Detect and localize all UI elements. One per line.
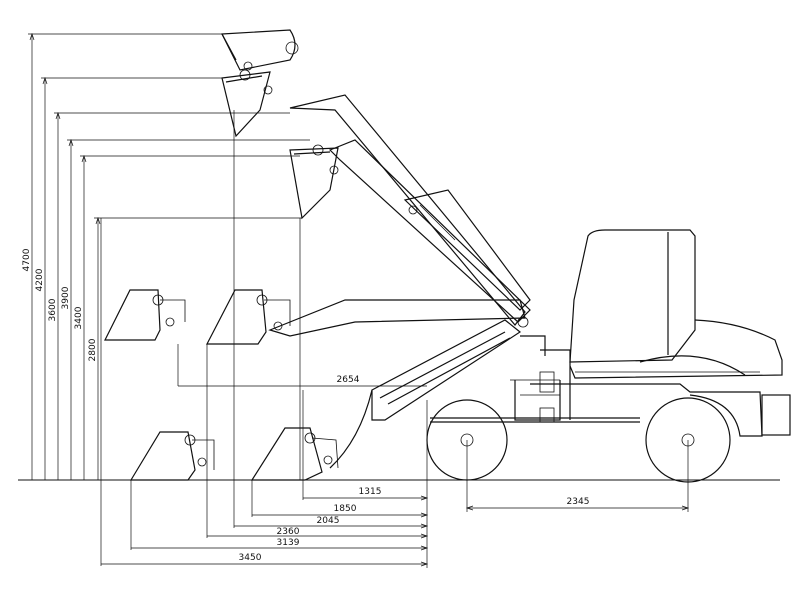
bucket-ground-right <box>250 389 373 481</box>
rear-wheel <box>645 397 731 483</box>
dim-1315: 1315 <box>359 487 382 497</box>
pivot-brackets <box>510 371 560 423</box>
lift-arms <box>268 94 531 421</box>
bucket-dump-high <box>221 69 273 138</box>
dim-4700: 4700 <box>22 248 32 271</box>
loader-body <box>430 229 791 437</box>
dim-3400: 3400 <box>74 306 84 329</box>
dim-2045: 2045 <box>317 516 340 526</box>
bucket-horizontal-mid <box>206 289 291 345</box>
vertical-dimensions <box>28 32 310 480</box>
dim-3900: 3900 <box>61 286 71 309</box>
dim-2360: 2360 <box>277 527 300 537</box>
dim-3600: 3600 <box>48 298 58 321</box>
dim-3450: 3450 <box>239 553 262 563</box>
dim-3139: 3139 <box>277 538 300 548</box>
dim-4200: 4200 <box>35 268 45 291</box>
dim-2345: 2345 <box>567 497 590 507</box>
bucket-highest <box>221 29 299 71</box>
bucket-dump-mid <box>289 144 339 220</box>
bucket-horizontal-left <box>104 289 186 341</box>
horizontal-dimensions <box>100 110 429 568</box>
dim-2800: 2800 <box>88 338 98 361</box>
dim-1850: 1850 <box>334 504 357 514</box>
bucket-ground-left <box>129 431 215 481</box>
front-wheel <box>426 399 508 481</box>
dim-2654: 2654 <box>337 375 360 385</box>
